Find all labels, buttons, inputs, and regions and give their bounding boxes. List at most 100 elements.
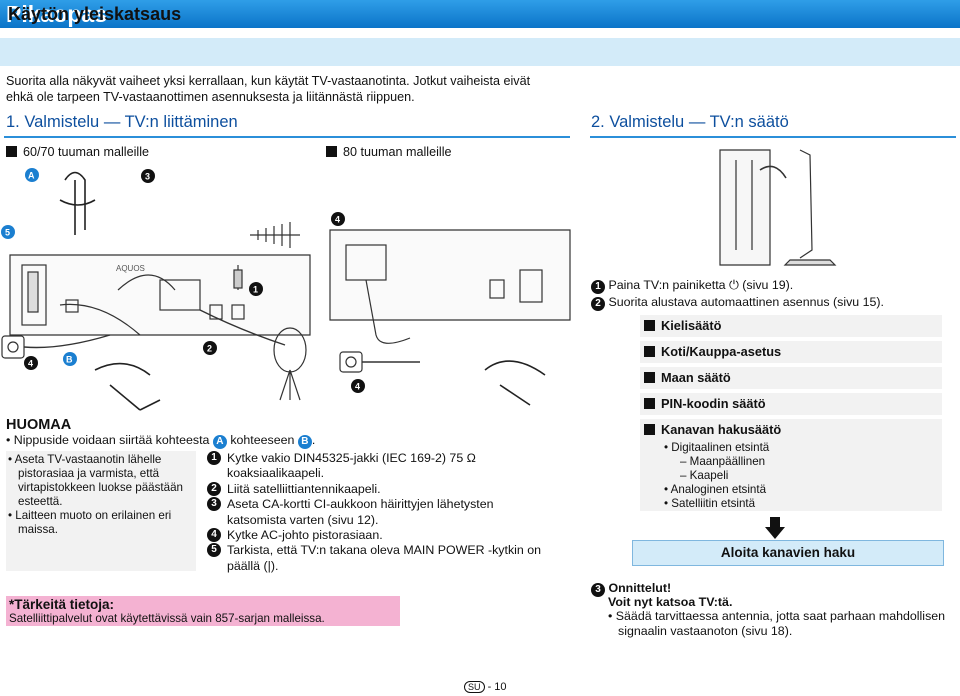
step2-item1-text: Paina TV:n painiketta xyxy=(608,278,726,292)
huomaa-line-text-b: kohteeseen xyxy=(230,433,295,447)
intro-text: Suorita alla näkyvät vaiheet yksi kerral… xyxy=(6,73,626,105)
square-bullet-icon xyxy=(644,372,655,383)
step-2-badge xyxy=(203,341,217,355)
svg-text:4: 4 xyxy=(355,382,360,392)
step3-title: 3 Onnittelut! xyxy=(591,581,671,597)
search-digital: Digitaalinen etsintä xyxy=(671,441,770,454)
label-a-icon: A xyxy=(212,435,227,449)
step-4-badge xyxy=(24,356,38,370)
cable-tie-80 xyxy=(484,360,546,406)
svg-text:3: 3 xyxy=(145,172,150,182)
label-a-text: A xyxy=(28,171,35,181)
section-band xyxy=(0,38,960,66)
step2-item1-page: (sivu 19). xyxy=(742,278,794,292)
step2-item1: 1 Paina TV:n painiketta ⏻ (sivu 19). xyxy=(591,278,793,294)
cable-tie-a xyxy=(59,171,96,235)
start-channel-search-button[interactable]: Aloita kanavien haku xyxy=(632,540,944,566)
label-b-text: B xyxy=(66,355,73,365)
square-bullet-icon xyxy=(644,320,655,331)
left-note-1: Aseta TV-vastaanotin lähelle pistorasiaa… xyxy=(14,453,183,508)
model-60-70-text: 60/70 tuuman malleille xyxy=(23,145,150,159)
left-note-2: Laitteen muoto on erilainen eri maissa. xyxy=(15,509,172,536)
menu-channel-search-label: Kanavan hakusäätö xyxy=(661,422,782,437)
step3-tip-line1: Säädä tarvittaessa antennia, jotta saat … xyxy=(615,609,946,623)
square-bullet-icon xyxy=(6,146,17,157)
tv-brand-label: AQUOS xyxy=(116,264,145,273)
step3-subtitle: Voit nyt katsoa TV:tä. xyxy=(608,595,733,609)
svg-text:2: 2 xyxy=(207,344,212,354)
menu-home-store-label: Koti/Kauppa-asetus xyxy=(661,344,782,359)
down-arrow-icon xyxy=(765,517,785,539)
model-80-text: 80 tuuman malleille xyxy=(343,145,452,159)
step2-rule xyxy=(590,136,956,138)
menu-language-label: Kielisäätö xyxy=(661,318,722,333)
center-step-4-line1: Kytke AC-johto pistorasiaan. xyxy=(227,528,383,543)
important-text: Satelliittipalvelut ovat käytettävissä v… xyxy=(9,612,325,625)
step2-item2: 2 Suorita alustava automaattinen asennus… xyxy=(591,295,884,311)
svg-text:4: 4 xyxy=(28,359,33,369)
step3-tip-line2: signaalin vastaanoton (sivu 18). xyxy=(618,624,793,639)
left-notes-box: • Aseta TV-vastaanotin lähelle pistorasi… xyxy=(6,451,196,571)
step2-title: 2. Valmistelu — TV:n säätö xyxy=(591,113,789,131)
tv-back-80 xyxy=(329,229,571,344)
section-title: Käytön yleiskatsaus xyxy=(8,4,182,24)
header-banner xyxy=(0,0,960,28)
model-60-70-label: 60/70 tuuman malleille xyxy=(6,145,149,159)
huomaa-title: HUOMAA xyxy=(6,417,72,433)
page-number-text: - 10 xyxy=(487,681,507,693)
svg-text:5: 5 xyxy=(5,228,10,238)
label-b-badge xyxy=(63,352,77,366)
power-icon: ⏻ xyxy=(729,278,739,292)
tv-back-60-70 xyxy=(9,254,311,336)
square-bullet-icon xyxy=(644,424,655,435)
center-step-5-line1: Tarkista, että TV:n takana oleva MAIN PO… xyxy=(227,543,542,558)
square-bullet-icon xyxy=(644,346,655,357)
search-analog: Analoginen etsintä xyxy=(670,483,767,496)
wall-socket-80 xyxy=(339,351,363,373)
huomaa-line-text: Nippuside voidaan siirtää kohteesta xyxy=(13,433,210,447)
step-5-badge xyxy=(1,225,15,239)
search-cable: Kaapeli xyxy=(689,469,729,482)
search-terrestrial: Maanpäällinen xyxy=(689,455,766,468)
step2-item2-text: Suorita alustava automaattinen asennus (… xyxy=(608,295,884,309)
antenna xyxy=(233,222,300,290)
wall-socket xyxy=(1,335,25,359)
cable-tie-b xyxy=(94,362,161,411)
center-step-3-line2: katsomista varten (sivu 12). xyxy=(227,512,379,527)
step-1-badge xyxy=(249,282,263,296)
connection-diagram: AQUOS A B 3 5 1 2 4 4 4 xyxy=(1,168,571,411)
svg-text:1: 1 xyxy=(253,285,258,295)
language-code-badge: SU xyxy=(464,681,485,693)
menu-home-store: Koti/Kauppa-asetus xyxy=(640,341,942,363)
step-4-80-badge xyxy=(331,212,345,226)
center-step-2-line1: Liitä satelliittiantennikaapeli. xyxy=(227,481,381,496)
page-number: SU - 10 xyxy=(464,681,507,693)
search-options: • Digitaalinen etsintä – Maanpäällinen –… xyxy=(664,441,770,510)
center-step-5-line2: päällä (|). xyxy=(227,558,279,573)
satellite-dish xyxy=(273,327,307,401)
search-satellite: Satelliitin etsintä xyxy=(671,497,756,510)
center-step-1-line2: koaksiaalikaapeli. xyxy=(227,466,325,481)
step1-title: 1. Valmistelu — TV:n liittäminen xyxy=(6,113,238,131)
menu-language: Kielisäätö xyxy=(640,315,942,337)
svg-text:4: 4 xyxy=(335,215,340,225)
step-3-badge xyxy=(141,169,155,183)
label-b-icon: B xyxy=(297,435,312,449)
huomaa-line: • Nippuside voidaan siirtää kohteesta A … xyxy=(6,433,316,449)
intro-line-2: ehkä ole tarpeen TV-vastaanottimen asenn… xyxy=(6,90,415,104)
menu-country-label: Maan säätö xyxy=(661,370,731,385)
tv-side-diagram xyxy=(719,149,837,266)
step3-tip: • Säädä tarvittaessa antennia, jotta saa… xyxy=(608,609,946,639)
square-bullet-icon xyxy=(644,398,655,409)
step3-title-text: Onnittelut! xyxy=(608,581,672,595)
huomaa-line-end: . xyxy=(311,433,316,447)
label-a-badge xyxy=(25,168,39,182)
menu-channel-search: Kanavan hakusäätö • Digitaalinen etsintä… xyxy=(640,419,942,511)
model-80-label: 80 tuuman malleille xyxy=(326,145,452,159)
